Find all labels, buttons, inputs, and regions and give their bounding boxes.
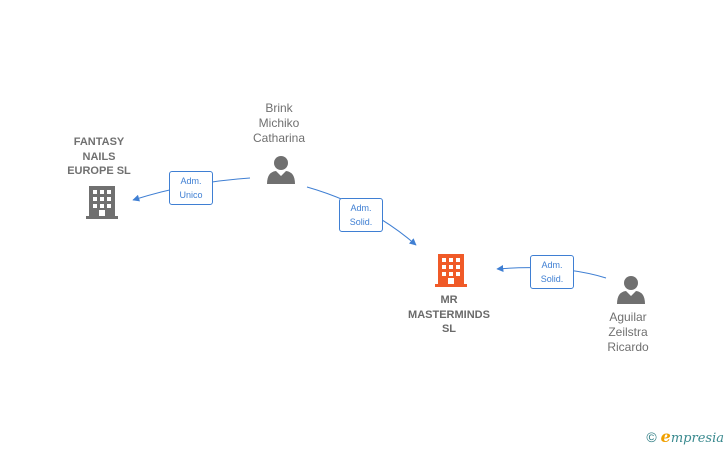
node-label-fantasy-nails[interactable]: FANTASY NAILS EUROPE SL: [67, 136, 131, 177]
footer-brand: © empresia: [646, 427, 724, 446]
building-icon[interactable]: [86, 186, 118, 219]
node-label-brink[interactable]: Brink Michiko Catharina: [252, 101, 306, 145]
edge-label-adm-solid-brink[interactable]: Adm. Solid.: [339, 198, 383, 232]
person-icon[interactable]: [267, 156, 295, 184]
brand-logo[interactable]: empresia: [660, 427, 724, 446]
node-label-aguilar[interactable]: Aguilar Zeilstra Ricardo: [607, 310, 649, 354]
node-label-mr-masterminds[interactable]: MR MASTERMINDS SL: [408, 294, 490, 335]
edge-label-adm-unico[interactable]: Adm. Unico: [169, 171, 213, 205]
copyright-icon: ©: [646, 428, 657, 445]
building-icon[interactable]: [435, 254, 467, 287]
person-icon[interactable]: [617, 276, 645, 304]
edge-label-adm-solid-aguilar[interactable]: Adm. Solid.: [530, 255, 574, 289]
